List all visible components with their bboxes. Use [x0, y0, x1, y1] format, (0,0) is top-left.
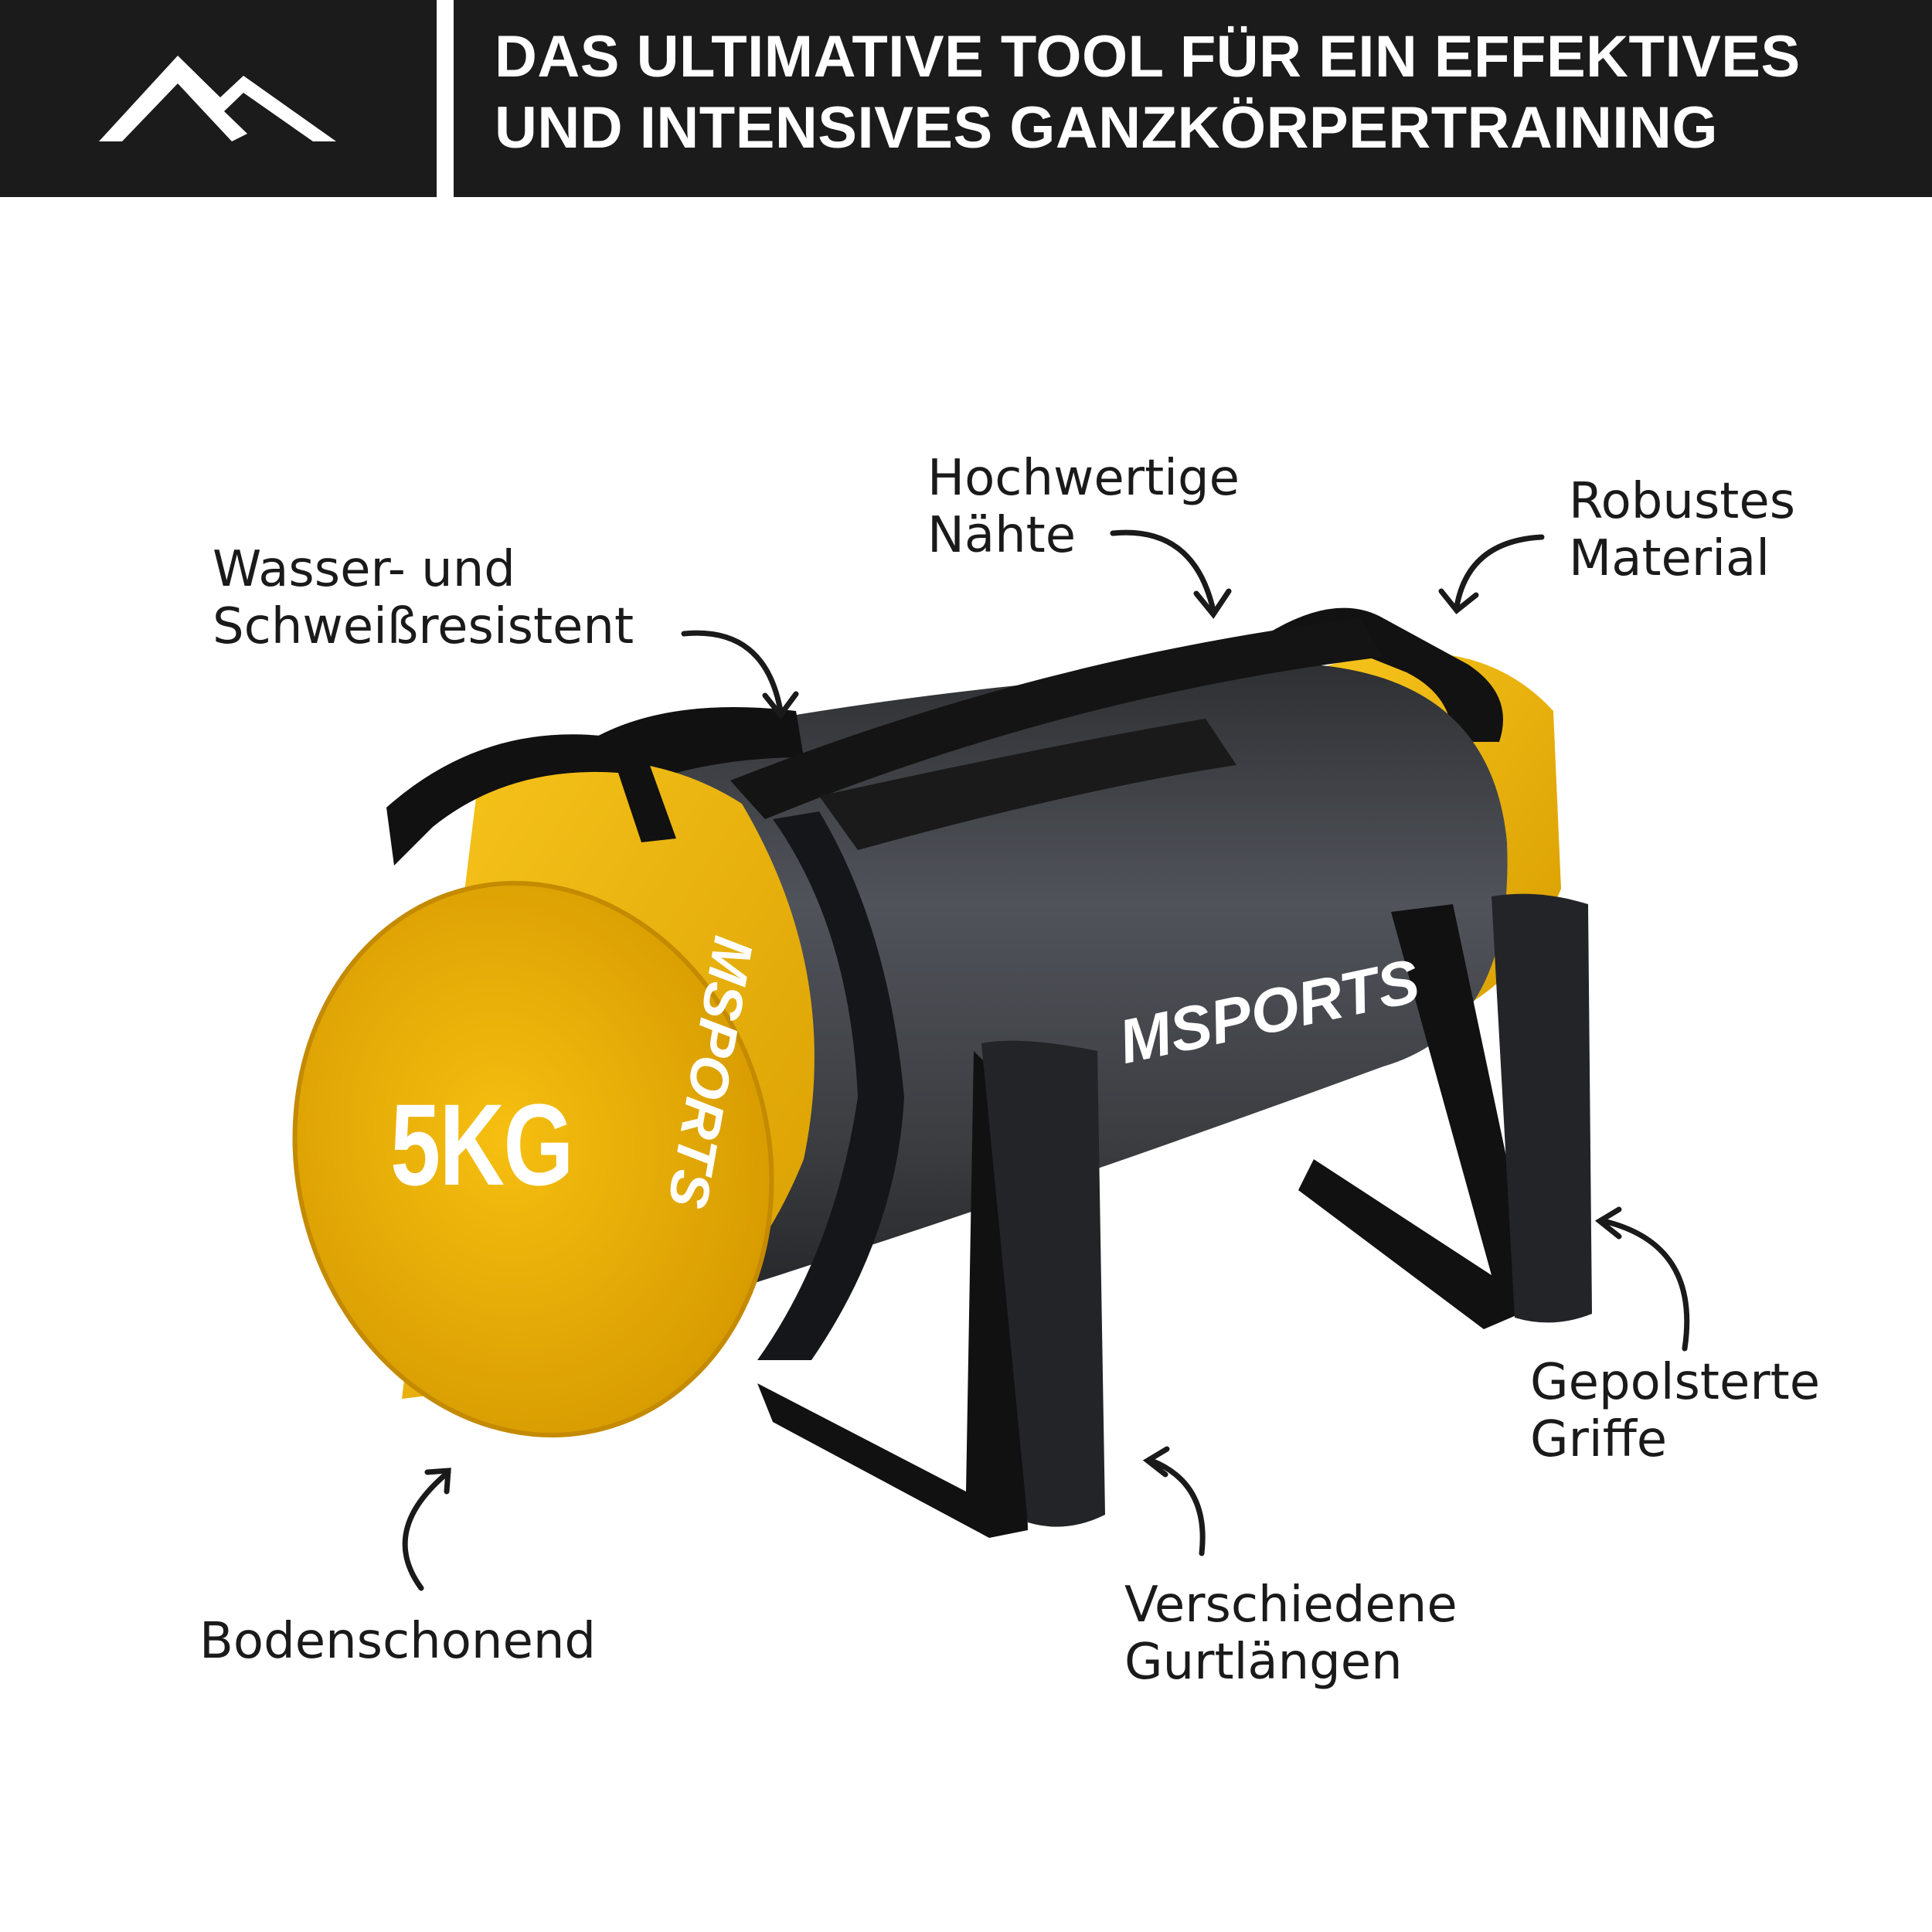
bottom-strap-back — [1298, 904, 1538, 1329]
callout-floor: Bodenschonend — [199, 1613, 596, 1670]
callout-seams-line-2: Nähte — [927, 507, 1077, 564]
arrow-water-icon — [681, 630, 784, 714]
callout-material-line-1: Robustes — [1569, 473, 1796, 530]
arrow-material-icon — [1454, 534, 1545, 610]
padded-handle-front — [981, 1040, 1105, 1527]
mountain-logo-icon — [99, 56, 336, 141]
headline-line-2: UND INTENSIVES GANZKÖRPERTRAINING — [495, 95, 1719, 161]
arrow-straps-icon — [1148, 1458, 1206, 1556]
callout-straps-line-1: Verschiedene — [1124, 1577, 1458, 1634]
arrow-handles-icon — [1600, 1218, 1690, 1352]
callout-material: Robustes Material — [1569, 473, 1795, 587]
headline: DAS ULTIMATIVE TOOL FÜR EIN EFFEKTIVES U… — [495, 22, 1909, 164]
callout-water-line-2: Schweißresistent — [213, 598, 634, 655]
top-strap-back — [819, 719, 1236, 850]
header-bar: DAS ULTIMATIVE TOOL FÜR EIN EFFEKTIVES U… — [0, 0, 1932, 197]
callout-straps-line-2: Gurtlängen — [1124, 1634, 1403, 1691]
callout-seams: Hochwertige Nähte — [927, 450, 1240, 564]
weight-label: 5KG — [390, 1080, 573, 1209]
callout-seams-line-1: Hochwertige — [927, 450, 1240, 507]
left-top-handle — [386, 734, 676, 866]
callout-handles-line-1: Gepolsterte — [1530, 1354, 1821, 1411]
headline-line-1: DAS ULTIMATIVE TOOL FÜR EIN EFFEKTIVES — [495, 24, 1801, 90]
callout-straps: Verschiedene Gurtlängen — [1124, 1577, 1458, 1691]
brand-logo — [0, 0, 437, 197]
header-divider — [437, 0, 454, 197]
callout-floor-line-1: Bodenschonend — [199, 1613, 596, 1670]
callout-handles: Gepolsterte Griffe — [1530, 1354, 1820, 1468]
bag-band — [757, 811, 904, 1360]
callout-water: Wasser- und Schweißresistent — [213, 541, 634, 655]
arrow-seams-icon — [1110, 529, 1216, 614]
bag-near-cap — [294, 883, 772, 1436]
arrow-floor-icon — [402, 1469, 451, 1591]
callout-material-line-2: Material — [1569, 530, 1770, 587]
top-strap-front — [730, 618, 1383, 819]
padded-handle-back — [1492, 893, 1592, 1323]
callout-handles-line-2: Griffe — [1530, 1411, 1668, 1468]
callout-water-line-1: Wasser- und — [213, 541, 515, 598]
